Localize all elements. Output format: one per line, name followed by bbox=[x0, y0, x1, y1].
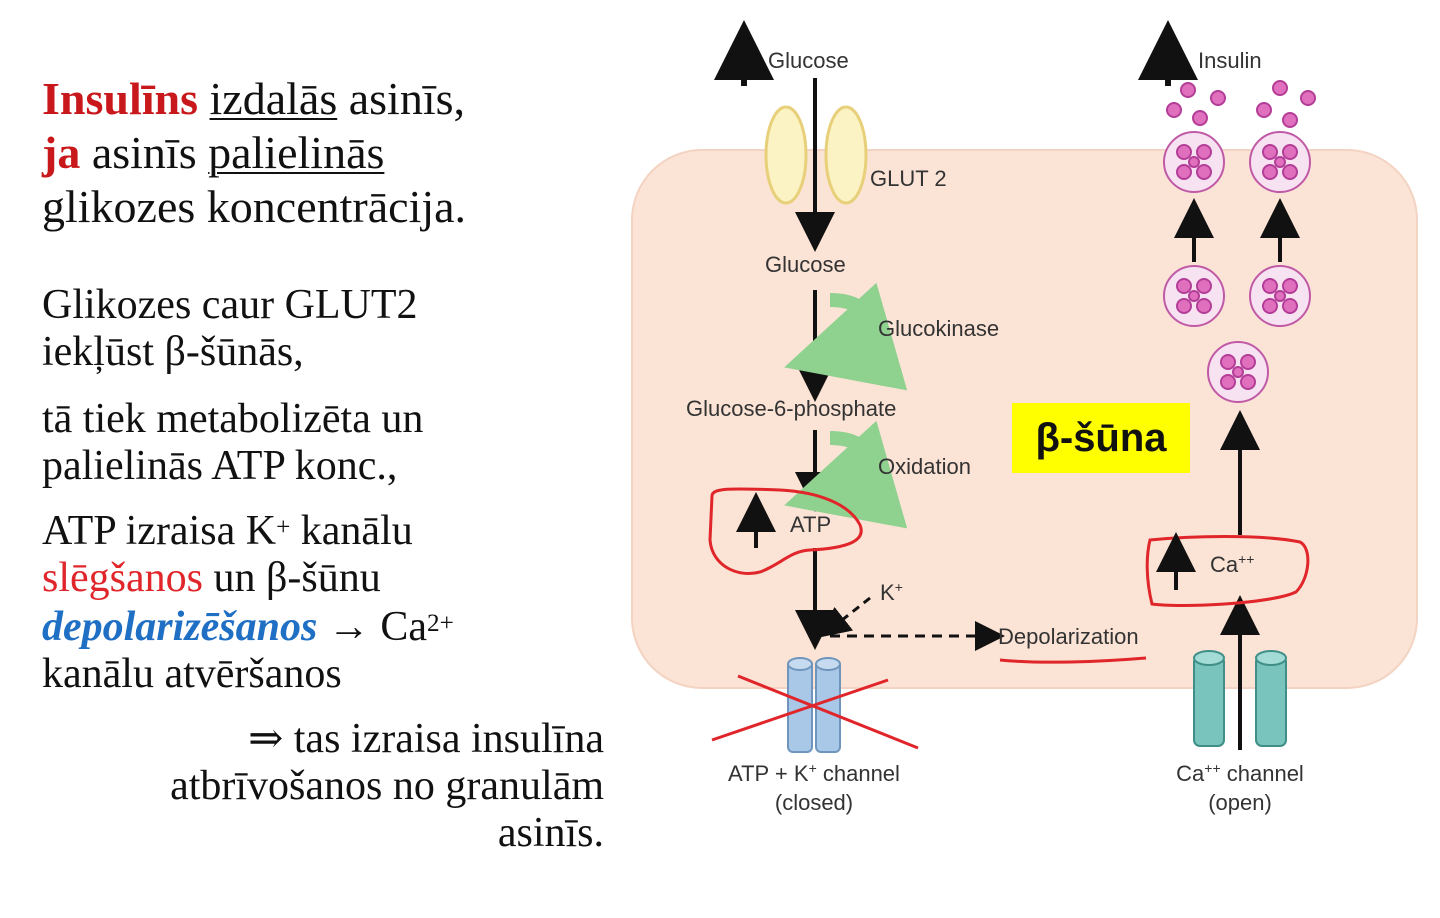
body-p2-line1: tā tiek metabolizēta un bbox=[42, 396, 424, 442]
heading-insulins: Insulīns bbox=[42, 73, 199, 124]
body-p4-line1: ⇒ tas izraisa insulīna bbox=[248, 716, 604, 762]
label-ca-inside: Ca++ bbox=[1210, 551, 1254, 577]
body-p3-line4: kanālu atvēršanos bbox=[42, 651, 342, 697]
body-p1-line1: Glikozes caur GLUT2 bbox=[42, 282, 418, 328]
body-p3-line3: depolarizēšanos → Ca2+ bbox=[42, 604, 454, 650]
label-oxidation: Oxidation bbox=[878, 454, 971, 479]
heading-line-3: glikozes koncentrācija. bbox=[42, 181, 467, 232]
heading-line-1: Insulīns izdalās asinīs, bbox=[42, 72, 465, 126]
body-p3-line2: slēgšanos un β-šūnu bbox=[42, 555, 381, 601]
oxidation-curve-icon bbox=[784, 420, 908, 529]
body-p2-line2: palielinās ATP konc., bbox=[42, 443, 398, 489]
label-ca-channel: Ca++ channel bbox=[1176, 760, 1304, 786]
label-glucose-inside: Glucose bbox=[765, 252, 846, 277]
label-glut2: GLUT 2 bbox=[870, 166, 947, 191]
label-glucokinase: Glucokinase bbox=[878, 316, 999, 341]
label-ca-open: (open) bbox=[1208, 790, 1272, 815]
ca-channel-right-icon bbox=[1255, 655, 1287, 747]
text-depolarizesanos: depolarizēšanos bbox=[42, 604, 318, 650]
label-insulin-top: Insulin bbox=[1198, 48, 1262, 73]
heading-ja: ja bbox=[42, 127, 81, 178]
glucokinase-curve-icon bbox=[784, 282, 908, 391]
beta-cell-label: β-šūna bbox=[1012, 403, 1190, 473]
glut2-right-icon bbox=[824, 105, 868, 205]
text-slegsanos: slēgšanos bbox=[42, 555, 203, 601]
heading-line-2: ja asinīs palielinās bbox=[42, 126, 384, 180]
ca-highlight-outline bbox=[1145, 535, 1310, 607]
body-p4-line3: asinīs. bbox=[497, 810, 604, 856]
body-p4-line2: atbrīvošanos no granulām bbox=[170, 763, 604, 809]
heading-izdalas: izdalās bbox=[209, 73, 338, 124]
cross-line-1 bbox=[737, 674, 919, 750]
label-glucose-top: Glucose bbox=[768, 48, 849, 73]
glut2-left-icon bbox=[764, 105, 808, 205]
cross-line-2 bbox=[711, 678, 889, 742]
katp-channel-right-icon bbox=[815, 659, 841, 753]
depolarization-underline bbox=[999, 656, 1147, 664]
label-katp-closed: (closed) bbox=[775, 790, 853, 815]
label-atp: ATP bbox=[790, 512, 831, 537]
label-glucose-6-phosphate: Glucose-6-phosphate bbox=[686, 396, 896, 421]
heading-asinis-2: asinīs bbox=[91, 127, 197, 178]
heading-palielinas: palielinās bbox=[208, 127, 385, 178]
body-p3-line1: ATP izraisa K+ kanālu bbox=[42, 508, 413, 554]
label-depolarization: Depolarization bbox=[998, 624, 1139, 649]
atp-highlight-outline bbox=[708, 487, 863, 575]
insulin-molecules bbox=[1166, 80, 1316, 390]
label-katp-channel: ATP + K+ channel bbox=[728, 760, 900, 786]
heading-asinis: asinīs, bbox=[348, 73, 466, 124]
body-p1-line2: iekļūst β-šūnās, bbox=[42, 329, 304, 375]
ca-channel-left-icon bbox=[1193, 655, 1225, 747]
label-k-plus: K+ bbox=[880, 579, 903, 605]
